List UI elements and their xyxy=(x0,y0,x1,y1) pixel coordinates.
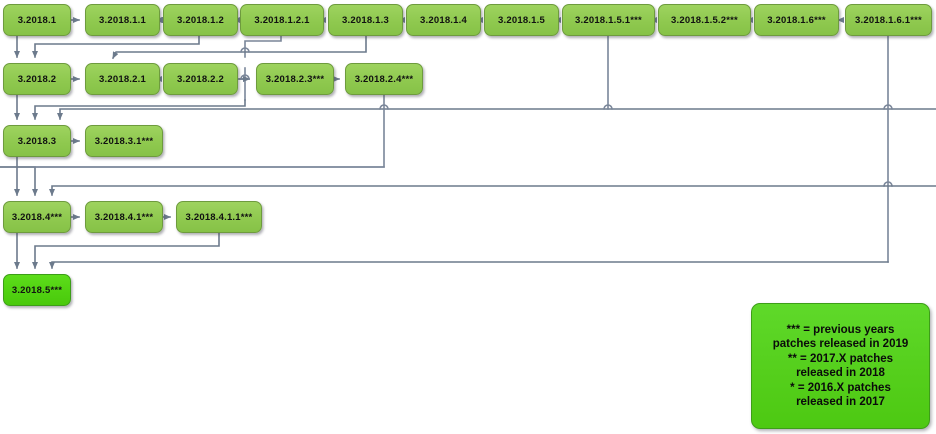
node-3-2018-2-1[interactable]: 3.2018.2.1 xyxy=(85,63,160,95)
node-3-2018-2-3[interactable]: 3.2018.2.3*** xyxy=(256,63,334,95)
hop-1.5.1 xyxy=(603,104,613,110)
branch-1.3-to-row2 xyxy=(111,35,367,60)
legend-line-2: patches released in 2019 xyxy=(772,338,909,350)
node-3-2018-1-5-2[interactable]: 3.2018.1.5.2*** xyxy=(658,4,751,36)
node-3-2018-1-1[interactable]: 3.2018.1.1 xyxy=(85,4,160,36)
node-3-2018-2-4[interactable]: 3.2018.2.4*** xyxy=(345,63,423,95)
node-3-2018-4-1-1[interactable]: 3.2018.4.1.1*** xyxy=(176,201,262,233)
node-3-2018-1-5-1[interactable]: 3.2018.1.5.1*** xyxy=(562,4,655,36)
legend-line-6: released in 2017 xyxy=(796,396,885,408)
branch-1.2-to-2 xyxy=(32,35,200,58)
legend-line-3: ** = 2017.X patches xyxy=(787,352,894,365)
node-3-2018-1-2[interactable]: 3.2018.1.2 xyxy=(163,4,238,36)
node-3-2018-4[interactable]: 3.2018.4*** xyxy=(3,201,71,233)
branch-4.1.1-to-5 xyxy=(32,232,220,269)
legend-line-1: *** = previous years xyxy=(786,323,895,336)
hop-2.4 xyxy=(379,104,389,110)
hop-1.6.1-a xyxy=(883,104,893,110)
node-3-2018-1[interactable]: 3.2018.1 xyxy=(3,4,71,36)
legend-box: *** = previous years patches released in… xyxy=(751,303,930,429)
node-3-2018-1-6-1[interactable]: 3.2018.1.6.1*** xyxy=(845,4,932,36)
node-3-2018-5[interactable]: 3.2018.5*** xyxy=(3,274,71,306)
node-3-2018-3[interactable]: 3.2018.3 xyxy=(3,125,71,157)
legend-line-4: released in 2018 xyxy=(796,367,885,379)
node-3-2018-4-1[interactable]: 3.2018.4.1*** xyxy=(85,201,163,233)
branch-long-to-4 xyxy=(49,185,936,196)
node-3-2018-1-4[interactable]: 3.2018.1.4 xyxy=(406,4,481,36)
node-3-2018-2[interactable]: 3.2018.2 xyxy=(3,63,71,95)
branch-1.6.1-to-5 xyxy=(49,261,889,269)
line-hop-b xyxy=(240,74,250,80)
legend-line-5: * = 2016.X patches xyxy=(790,381,891,394)
node-3-2018-1-6[interactable]: 3.2018.1.6*** xyxy=(754,4,839,36)
branch-long-to-3 xyxy=(57,108,936,120)
node-3-2018-1-2-1[interactable]: 3.2018.1.2.1 xyxy=(240,4,324,36)
node-3-2018-2-2[interactable]: 3.2018.2.2 xyxy=(163,63,238,95)
node-3-2018-1-5[interactable]: 3.2018.1.5 xyxy=(484,4,559,36)
node-3-2018-3-1[interactable]: 3.2018.3.1*** xyxy=(85,125,163,157)
line-hop-a xyxy=(240,47,250,53)
node-3-2018-1-3[interactable]: 3.2018.1.3 xyxy=(328,4,403,36)
branch-2.2-to-3 xyxy=(32,99,246,120)
branch-1.2.1-down xyxy=(244,35,282,58)
hop-1.6.1-b xyxy=(883,181,893,187)
